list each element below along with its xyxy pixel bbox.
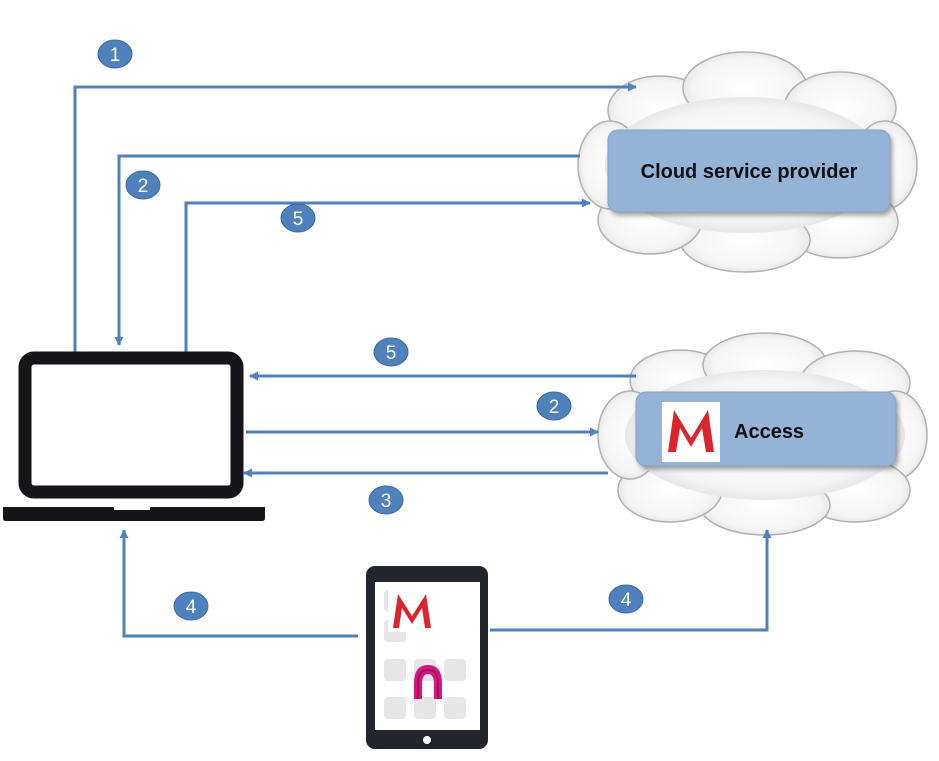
arrow-step-5-top	[184, 198, 591, 352]
step-number: 4	[621, 590, 632, 611]
step-number: 4	[186, 597, 197, 618]
mobileiron-logo-icon	[662, 402, 720, 462]
step-badge-4-left: 4	[173, 591, 209, 621]
step-number: 3	[381, 491, 392, 512]
step-badge-5-top: 5	[280, 203, 316, 233]
step-number: 5	[386, 343, 397, 364]
app-logo-icon	[414, 665, 442, 699]
step-number: 1	[110, 45, 121, 66]
laptop-icon	[3, 351, 265, 521]
arrow-step-2-top	[114, 154, 580, 346]
tablet-icon	[366, 566, 488, 749]
arrow-step-4-left	[119, 529, 358, 638]
mobileiron-logo-icon	[388, 588, 436, 632]
access-label: Access	[734, 421, 804, 443]
step-badge-2-top: 2	[125, 170, 161, 200]
cloud-service-provider-box: Cloud service provider	[607, 129, 891, 213]
step-number: 2	[138, 176, 149, 197]
arrow-step-1	[73, 82, 637, 352]
step-badge-4-right: 4	[608, 584, 644, 614]
access-box: Access	[635, 391, 897, 467]
step-number: 5	[293, 209, 304, 230]
step-number: 2	[549, 397, 560, 418]
cloud-service-provider-label: Cloud service provider	[641, 161, 858, 183]
step-badge-2-bottom: 2	[536, 391, 572, 421]
step-badge-5-bottom: 5	[373, 337, 409, 367]
arrow-step-4-right	[490, 529, 772, 632]
step-badge-1: 1	[97, 39, 133, 69]
step-badge-3: 3	[368, 485, 404, 515]
